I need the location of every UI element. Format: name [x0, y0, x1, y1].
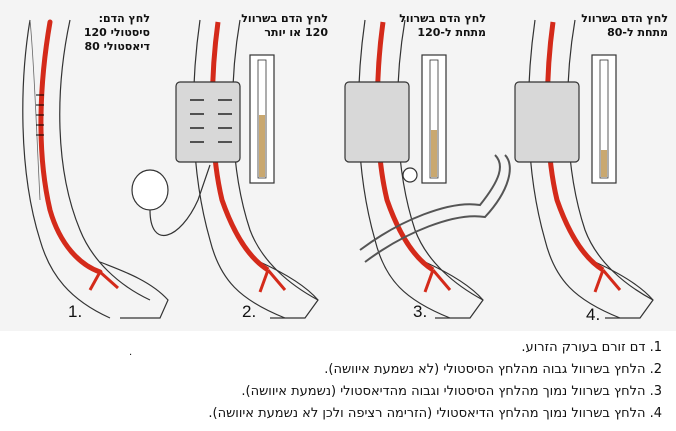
panel-3-stethoscope [359, 154, 511, 263]
panel-4-cuff [514, 81, 580, 163]
panel-1-number: 1. [68, 302, 83, 321]
panel-4-arm [527, 19, 654, 319]
panel-2-arm [192, 19, 319, 319]
panel-2-number: 2. [242, 302, 257, 321]
panel-4-number: 4. [586, 305, 601, 324]
blood-pressure-diagram [0, 0, 676, 331]
panel-2-label: לחץ הדם בשרוול 120 או יותר [241, 12, 328, 39]
panel-2-cuff [175, 81, 241, 163]
caption-2: 2. הלחץ בשרוול גבוה מהלחץ הסיסטולי (לא נ… [324, 362, 662, 377]
panel-4-label: לחץ הדם בשרוול מתחת ל-80 [581, 12, 668, 39]
panel-1-arm [22, 19, 169, 319]
panel-1-artery [36, 19, 119, 291]
panel-3-gauge [421, 54, 447, 184]
stray-dot: · [129, 350, 133, 361]
panel-4-artery [544, 21, 622, 293]
panel-3-cuff [344, 81, 410, 163]
panel-2-artery [209, 21, 287, 293]
panel-4-gauge [591, 54, 617, 184]
panel-3-number: 3. [413, 302, 428, 321]
caption-3: 3. הלחץ בשרוול נמוך מהלחץ הסיסטולי וגבוה… [241, 384, 662, 399]
caption-list: 1. דם זורם בעורק הזרוע. 2. הלחץ בשרוול ג… [10, 337, 662, 425]
caption-1: 1. דם זורם בעורק הזרוע. [521, 340, 662, 355]
panel-3-arm [357, 19, 484, 319]
panel-1-label: לחץ הדם: סיסטולי 120 דיאסטולי 80 [83, 12, 150, 53]
caption-4: 4. הלחץ בשרוול נמוך מהלחץ הדיאסטולי (הזר… [208, 406, 662, 421]
panel-2-bulb [131, 164, 211, 237]
panel-2-gauge [249, 54, 275, 184]
panel-3-label: לחץ הדם בשרוול מתחת ל-120 [399, 12, 486, 39]
panel-3-artery [374, 21, 452, 293]
